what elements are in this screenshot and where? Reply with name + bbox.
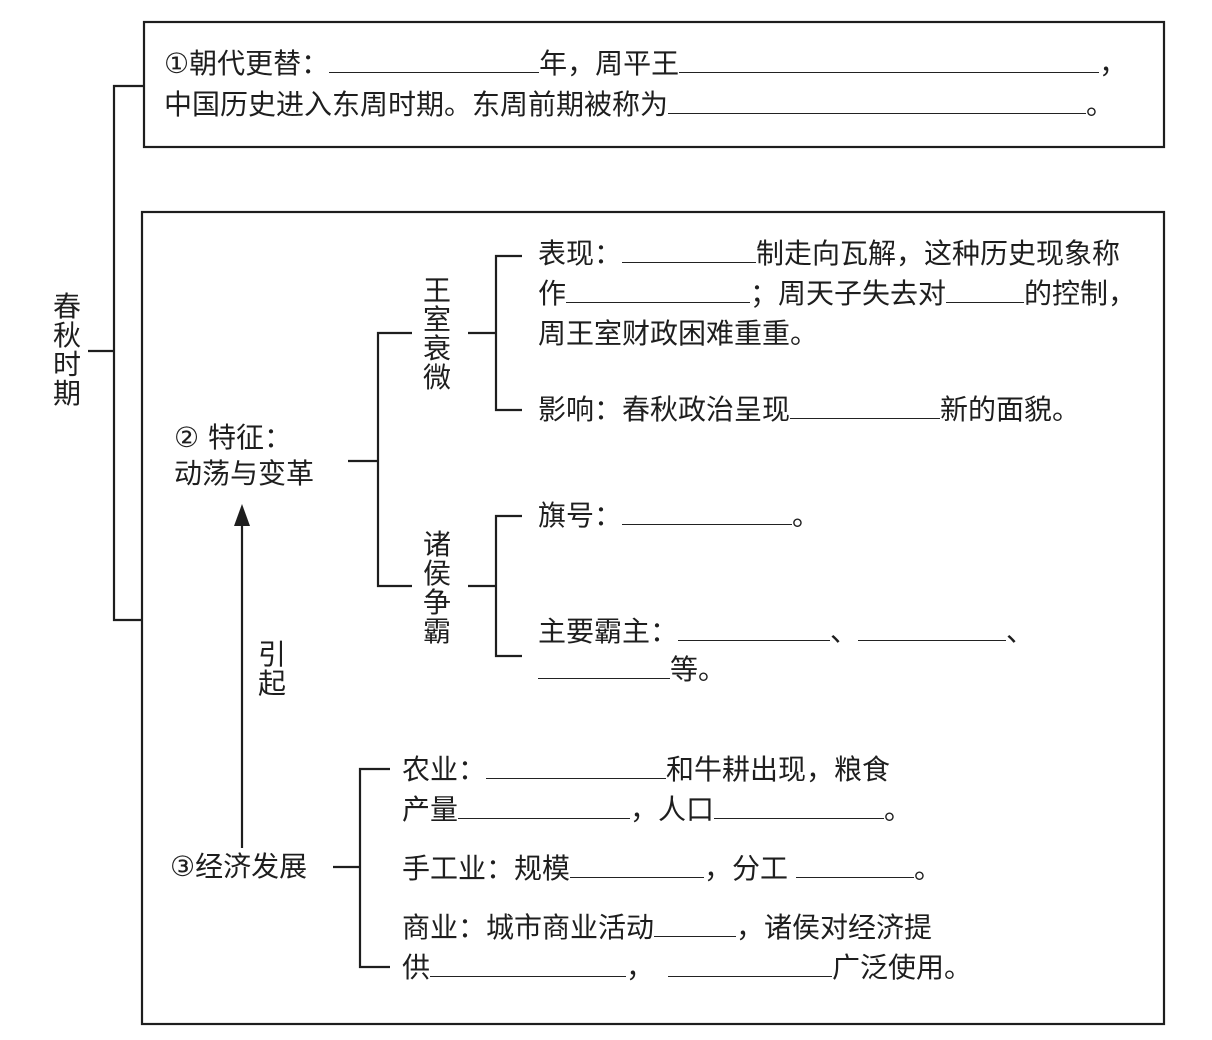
- blank-craft-scale[interactable]: [570, 855, 705, 878]
- commerce-line-2: 供，广泛使用。: [402, 951, 973, 984]
- blank-influence[interactable]: [790, 396, 941, 419]
- feature-label: ② 特征：: [174, 421, 293, 454]
- blank-lord-2[interactable]: [858, 618, 1007, 641]
- blank-year[interactable]: [329, 50, 540, 73]
- blank-lord-1[interactable]: [678, 618, 831, 641]
- blank-commerce-activity[interactable]: [654, 914, 737, 937]
- lords-line-2: 等。: [538, 656, 726, 684]
- commerce-line-1: 商业：城市商业活动，诸侯对经济提: [402, 911, 933, 944]
- economy-label: ③经济发展: [170, 850, 308, 883]
- blank-population[interactable]: [714, 796, 885, 819]
- blank-system[interactable]: [622, 240, 757, 263]
- eastern-zhou-text: 中国历史进入东周时期。东周前期被称为: [164, 88, 669, 121]
- year-suffix: 年，周平王: [539, 47, 680, 80]
- hegemony-label: 诸侯争霸: [422, 528, 451, 648]
- economy-bracket: [358, 767, 390, 969]
- lords-line-1: 主要霸主：、、: [538, 615, 1035, 648]
- influence-line: 影响：春秋政治呈现新的面貌。: [538, 393, 1081, 426]
- performance-line-2: 作；周天子失去对的控制，: [538, 277, 1137, 310]
- blank-king-action[interactable]: [679, 50, 1100, 73]
- royal-decline-label: 王室衰微: [422, 274, 451, 394]
- agriculture-line-1: 农业：和牛耕出现，粮食: [402, 753, 891, 786]
- blank-commerce-support[interactable]: [430, 954, 627, 977]
- box-dynasty: [142, 20, 1166, 149]
- blank-phenomenon[interactable]: [566, 280, 751, 303]
- cause-label: 引起: [257, 638, 286, 700]
- dynasty-line-2: 中国历史进入东周时期。东周前期被称为。: [164, 88, 1115, 121]
- left-bracket: [112, 84, 144, 622]
- blank-currency[interactable]: [668, 954, 833, 977]
- performance-line-3: 周王室财政困难重重。: [538, 317, 819, 350]
- hegemony-bracket: [494, 514, 522, 658]
- box-features: [140, 210, 1166, 1026]
- blank-lord-3[interactable]: [538, 656, 670, 679]
- dynasty-label: ①朝代更替：: [164, 47, 330, 80]
- banner-line: 旗号：。: [538, 499, 821, 532]
- blank-banner[interactable]: [622, 502, 793, 525]
- title-spring-autumn: 春秋时期: [52, 290, 81, 410]
- feature-subtitle: 动荡与变革: [174, 457, 315, 490]
- blank-iron-tools[interactable]: [486, 756, 667, 779]
- handicraft-line: 手工业：规模，分工。: [402, 852, 943, 885]
- blank-grain-output[interactable]: [458, 796, 631, 819]
- blank-period-name[interactable]: [668, 91, 1087, 114]
- agriculture-line-2: 产量，人口。: [402, 793, 913, 826]
- royal-bracket: [494, 254, 522, 412]
- cause-arrow-head: [234, 504, 250, 526]
- blank-control[interactable]: [946, 280, 1025, 303]
- feature-bracket: [376, 331, 412, 588]
- performance-line-1: 表现：制走向瓦解，这种历史现象称: [538, 237, 1121, 270]
- blank-division[interactable]: [796, 855, 915, 878]
- dynasty-line-1: ①朝代更替：年，周平王，: [164, 47, 1128, 80]
